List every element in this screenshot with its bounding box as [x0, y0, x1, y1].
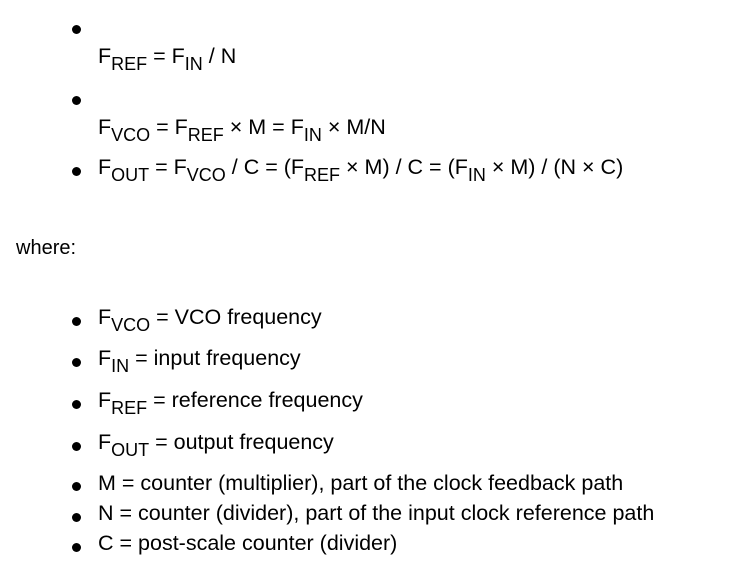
definition-part: F [98, 346, 112, 370]
definition-subscript: OUT [111, 440, 150, 460]
equation-part: / C = (F [225, 155, 305, 179]
equation-subscript: REF [111, 54, 148, 74]
definition-part: = VCO frequency [150, 305, 322, 329]
definition-m: M = counter (multiplier), part of the cl… [98, 471, 624, 495]
equation-part: × M/N [321, 115, 386, 139]
equation-subscript: IN [303, 125, 322, 145]
equation-part: × M = F [223, 115, 304, 139]
definition-part: M = counter (multiplier), part of the cl… [98, 471, 624, 495]
equation-subscript: REF [304, 165, 341, 185]
bullet [72, 543, 81, 552]
bullet [72, 513, 81, 522]
equation-subscript: OUT [111, 165, 150, 185]
definition-subscript: REF [111, 398, 148, 418]
equation-fout: FOUT = FVCO / C = (FREF × M) / C = (FIN … [98, 155, 624, 184]
bullet [72, 167, 81, 176]
equation-subscript: REF [187, 125, 224, 145]
definition-part: F [98, 305, 112, 329]
definition-subscript: IN [111, 356, 130, 376]
definition-part: N = counter (divider), part of the input… [98, 501, 655, 525]
equation-part: × M) / C = (F [340, 155, 468, 179]
definition-part: = reference frequency [147, 388, 363, 412]
definition-fin: FIN = input frequency [98, 346, 301, 375]
definition-subscript: VCO [111, 315, 151, 335]
bullet [72, 442, 81, 451]
bullet [72, 400, 81, 409]
equation-subscript: VCO [111, 125, 151, 145]
bullet [72, 482, 81, 491]
equation-subscript: VCO [186, 165, 226, 185]
bullet [72, 96, 81, 105]
equation-part: F [98, 155, 112, 179]
equation-fvco: FVCO = FREF × M = FIN × M/N [98, 115, 386, 144]
equation-subscript: IN [467, 165, 486, 185]
definition-part: C = post-scale counter (divider) [98, 531, 398, 555]
equation-part: = F [150, 115, 188, 139]
equation-part: / N [202, 44, 237, 68]
equation-part: = F [149, 155, 187, 179]
equation-part: F [98, 44, 112, 68]
definition-part: F [98, 388, 112, 412]
definition-fvco: FVCO = VCO frequency [98, 305, 322, 334]
definition-part: = input frequency [129, 346, 301, 370]
equation-part: F [98, 115, 112, 139]
definition-c: C = post-scale counter (divider) [98, 531, 398, 555]
equation-subscript: IN [184, 54, 203, 74]
bullet [72, 317, 81, 326]
definition-part: F [98, 430, 112, 454]
definition-fout: FOUT = output frequency [98, 430, 334, 459]
definition-n: N = counter (divider), part of the input… [98, 501, 655, 525]
bullet [72, 25, 81, 34]
equation-part: × M) / (N × C) [485, 155, 624, 179]
equation-part: = F [147, 44, 185, 68]
definition-fref: FREF = reference frequency [98, 388, 363, 417]
bullet [72, 358, 81, 367]
equation-fref: FREF = FIN / N [98, 44, 237, 73]
where-label: where: [16, 237, 77, 259]
definition-part: = output frequency [149, 430, 334, 454]
